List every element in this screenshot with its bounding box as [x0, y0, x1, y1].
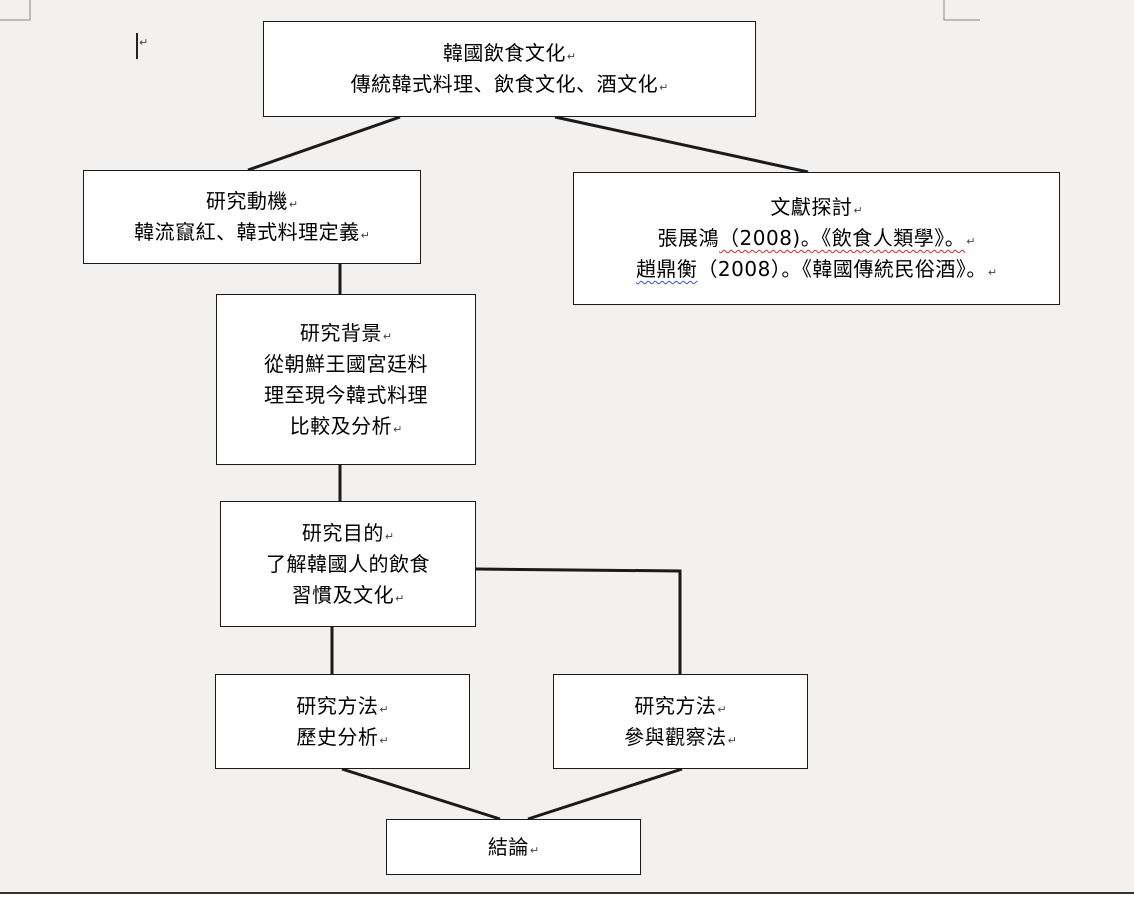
crop-mark-right [943, 0, 980, 21]
connector-method-left-to-conclusion [341, 767, 501, 821]
box-line: 文獻探討↵ [770, 195, 863, 219]
box-method-historical-analysis: 研究方法↵ 歷史分析↵ [215, 674, 470, 769]
box-line: 研究方法↵ [296, 693, 389, 718]
box-line: 研究背景↵ [299, 320, 393, 345]
box-line: 韓流竄紅、韓式料理定義↵ [134, 220, 370, 244]
box-line: 韓國飲食文化↵ [442, 41, 577, 65]
box-line: 傳統韓式料理、飲食文化、酒文化↵ [350, 72, 669, 96]
box-line: 了解韓國人的飲食 [266, 551, 430, 576]
box-line: 結論↵ [487, 834, 540, 859]
box-line: 研究動機↵ [205, 189, 299, 213]
box-line: 習慣及文化↵ [291, 582, 405, 607]
connector-top-to-motivation [247, 115, 401, 172]
caret [136, 33, 138, 59]
box-method-participant-observation: 研究方法↵ 參與觀察法↵ [553, 674, 808, 769]
box-research-background: 研究背景↵ 從朝鮮王國宮廷料 理至現今韓式料理 比較及分析↵ [216, 294, 476, 465]
box-research-purpose: 研究目的↵ 了解韓國人的飲食 習慣及文化↵ [220, 501, 476, 627]
box-conclusion: 結論↵ [386, 819, 641, 875]
text-cursor: ↵ [134, 33, 148, 61]
box-line: 歷史分析↵ [296, 724, 389, 749]
paragraph-mark: ↵ [139, 36, 149, 49]
connector-purpose-to-method-right [475, 567, 682, 674]
box-research-motivation: 研究動機↵ 韓流竄紅、韓式料理定義↵ [83, 170, 421, 264]
box-line: 參與觀察法↵ [624, 724, 737, 749]
reference-1: 張展鴻（2008)。《飲食人類學》。↵ [657, 226, 976, 250]
box-line: 研究目的↵ [301, 520, 395, 545]
box-line: 比較及分析↵ [289, 413, 403, 438]
connector-top-to-literature [554, 115, 809, 174]
box-line: 研究方法↵ [634, 693, 727, 718]
connector-method-right-to-conclusion [527, 767, 683, 821]
page-bottom-edge [0, 892, 1134, 904]
box-korean-food-culture: 韓國飲食文化↵ 傳統韓式料理、飲食文化、酒文化↵ [263, 21, 756, 117]
box-line: 從朝鮮王國宮廷料 [264, 351, 428, 376]
reference-2: 趙鼎衡（2008）。《韓國傳統民俗酒》。↵ [635, 257, 998, 281]
box-line: 理至現今韓式料理 [264, 382, 428, 407]
box-literature-review: 文獻探討↵ 張展鴻（2008)。《飲食人類學》。↵ 趙鼎衡（2008）。《韓國傳… [573, 172, 1060, 305]
crop-mark-left [0, 0, 31, 21]
